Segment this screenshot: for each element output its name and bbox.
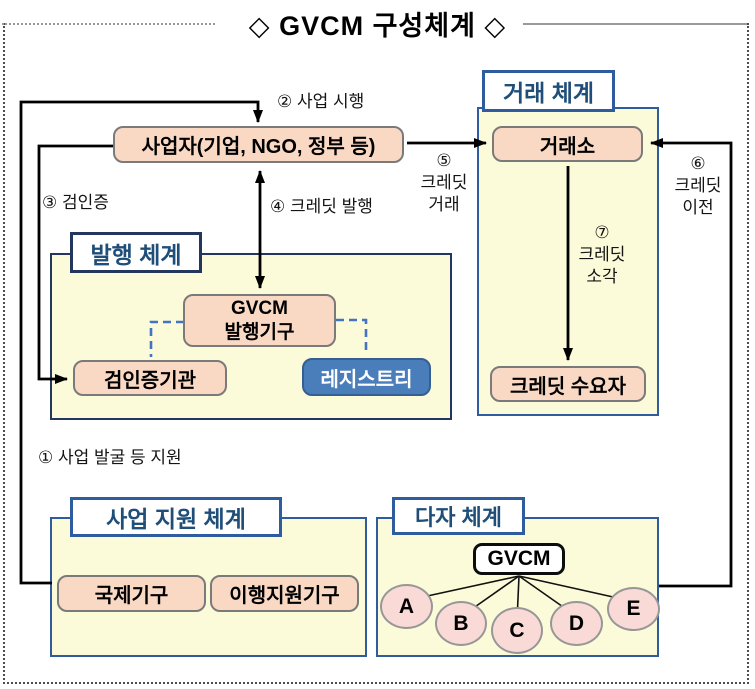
title-rule-right <box>523 23 747 25</box>
credit-buyer-label: 크레딧 수요자 <box>510 375 626 398</box>
impl-org-node: 이행지원기구 <box>210 575 359 612</box>
exchange-node: 거래소 <box>492 126 643 162</box>
gvcm-hub-label: GVCM <box>487 547 551 570</box>
flow-label-6: ⑥ 크레딧 이전 <box>674 154 722 218</box>
flow-label-7: ⑦ 크레딧 소각 <box>578 223 626 287</box>
impl-org-label: 이행지원기구 <box>229 585 340 607</box>
member-b-label: B <box>453 611 469 635</box>
flow-label-2: ② 사업 시행 <box>277 92 365 111</box>
verifier-label: 검인증기관 <box>104 369 196 392</box>
member-c-label: C <box>509 618 525 642</box>
registry-node: 레지스트리 <box>302 358 431 396</box>
exchange-label: 거래소 <box>539 135 596 158</box>
trade-system-title: 거래 체계 <box>482 70 615 112</box>
member-d-label: D <box>568 611 585 635</box>
gvcm-issuer-label: GVCM 발행기구 <box>224 297 295 343</box>
member-circle-c: C <box>491 607 543 654</box>
flow-label-1: ① 사업 발굴 등 지원 <box>38 448 182 467</box>
issuance-system-title-text: 발행 체계 <box>90 241 182 268</box>
credit-buyer-node: 크레딧 수요자 <box>490 366 646 402</box>
member-e-label: E <box>626 597 641 620</box>
diagram-outer-frame <box>3 23 749 684</box>
flow-label-4: ④ 크레딧 발행 <box>270 197 373 216</box>
intl-org-label: 국제기구 <box>94 585 169 607</box>
multilateral-system-title: 다자 체계 <box>392 497 525 535</box>
support-system-title: 사업 지원 체계 <box>70 497 282 537</box>
flow-label-5: ⑤ 크레딧 거래 <box>420 151 468 215</box>
page-title-text: ◇ GVCM 구성체계 ◇ <box>234 4 521 43</box>
flow-label-3: ③ 검인증 <box>42 193 109 212</box>
member-a-label: A <box>398 594 415 618</box>
page-title: ◇ GVCM 구성체계 ◇ <box>0 4 755 43</box>
trade-system-title-text: 거래 체계 <box>502 80 595 106</box>
member-circle-a: A <box>380 584 433 629</box>
operator-node: 사업자(기업, NGO, 정부 등) <box>113 126 404 163</box>
multilateral-system-title-text: 다자 체계 <box>414 505 503 530</box>
support-system-title-text: 사업 지원 체계 <box>106 506 246 532</box>
verifier-node: 검인증기관 <box>73 360 227 396</box>
member-circle-b: B <box>435 601 487 646</box>
gvcm-issuer-node: GVCM 발행기구 <box>183 294 336 347</box>
member-circle-e: E <box>607 587 660 631</box>
intl-org-node: 국제기구 <box>57 575 206 612</box>
registry-label: 레지스트리 <box>320 368 413 391</box>
gvcm-hub-node: GVCM <box>473 543 565 575</box>
member-circle-d: D <box>550 601 603 646</box>
operator-label: 사업자(기업, NGO, 정부 등) <box>141 136 376 158</box>
issuance-system-title: 발행 체계 <box>70 232 202 273</box>
title-rule-left <box>2 23 215 25</box>
